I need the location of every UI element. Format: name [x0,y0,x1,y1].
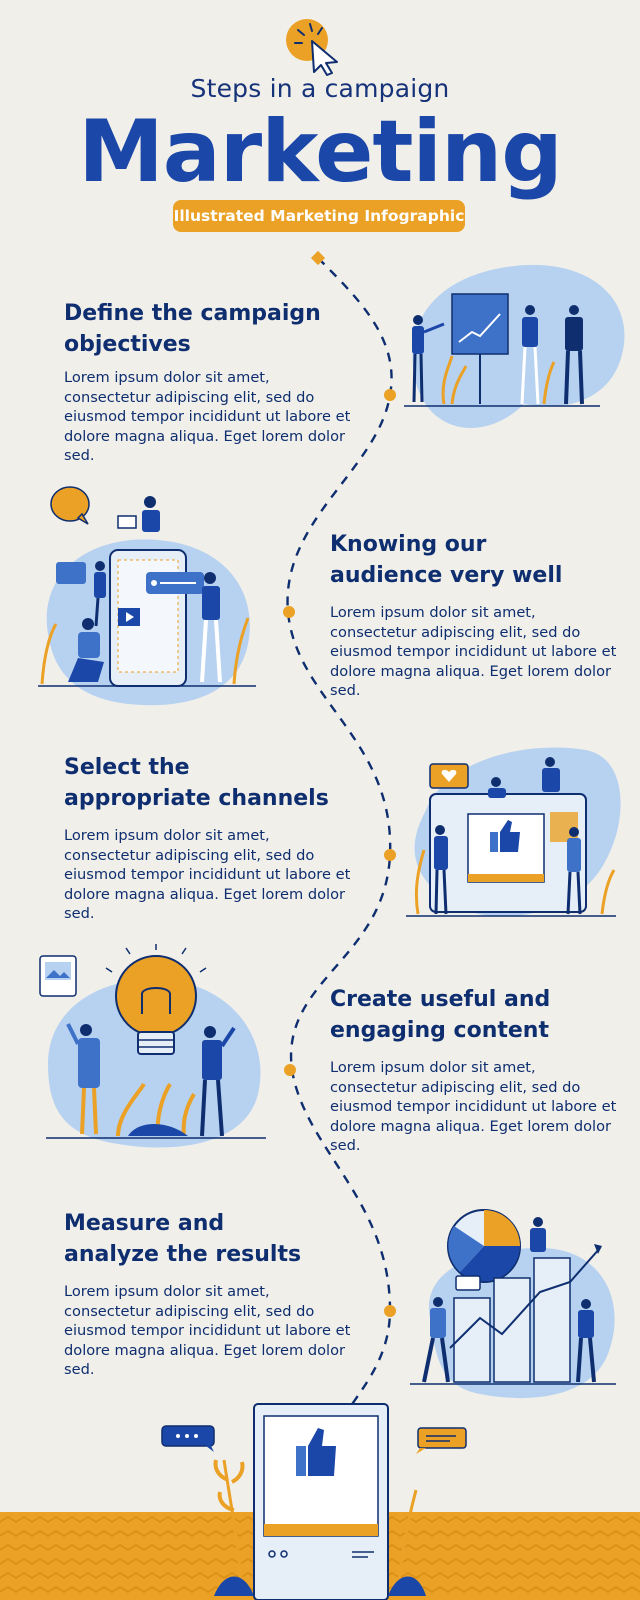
chat-bubble-icon [161,1425,215,1452]
step-5-title: Measure and analyze the results [64,1208,364,1270]
step-3-title-line2: appropriate channels [64,786,329,811]
timeline-dot-5 [384,1305,396,1317]
cursor-click-icon [286,19,338,76]
smartphone-icon [109,549,187,687]
step-5-title-line1: Measure and [64,1211,225,1236]
light-bulb-icon [105,944,207,1055]
pie-chart-icon [447,1209,521,1283]
timeline-dot-2 [283,606,295,618]
step-3-body: Lorem ipsum dolor sit amet, consectetur … [64,827,351,923]
chat-bubble-icon [50,486,90,525]
bar-chart-icon [449,1244,602,1383]
step-4-title-line2: engaging content [330,1018,549,1043]
step-4-title: Create useful and engaging content [330,984,630,1046]
step-1-title-line1: Define the campaign [64,301,321,326]
step-5-body: Lorem ipsum dolor sit amet, consectetur … [64,1283,351,1379]
step-5-title-line2: analyze the results [64,1242,302,1267]
timeline-dot-3 [384,849,396,861]
channels-illustration [406,747,621,917]
step-4-body: Lorem ipsum dolor sit amet, consectetur … [330,1059,617,1155]
chat-bubble-icon [416,1427,467,1454]
step-1-title: Define the campaign objectives [64,298,364,360]
page-title: Marketing [78,102,563,202]
step-1-body: Lorem ipsum dolor sit amet, consectetur … [64,369,351,465]
step-3-title: Select the appropriate channels [64,752,364,814]
timeline-start-marker [310,250,326,266]
presentation-board-icon [451,293,509,404]
step-2-body: Lorem ipsum dolor sit amet, consectetur … [330,604,617,700]
step-2-title: Knowing our audience very well [330,529,630,591]
image-icon [39,955,77,997]
social-post-icon [253,1403,389,1600]
subtitle-badge: Illustrated Marketing Infographic [173,200,465,232]
analytics-illustration [410,1209,616,1399]
audience-illustration [38,486,256,706]
page-subtitle: Steps in a campaign [190,74,450,103]
content-illustration [39,944,266,1148]
step-3-title-line1: Select the [64,755,190,780]
timeline-dot-4 [284,1064,296,1076]
timeline-dot-1 [384,389,396,401]
step-2-title-line2: audience very well [330,563,563,588]
step-2-title-line1: Knowing our [330,532,487,557]
step-4-title-line1: Create useful and [330,987,551,1012]
thumbs-up-icon [296,1428,336,1476]
step-1-title-line2: objectives [64,332,191,357]
heart-icon [429,763,469,789]
presentation-illustration [404,264,625,428]
thumbs-up-icon [490,820,520,852]
social-post-illustration [161,1403,467,1600]
